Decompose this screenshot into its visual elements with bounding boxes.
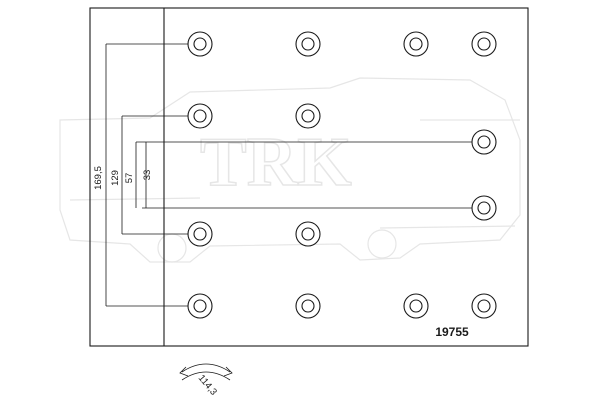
rivet-hole (295, 293, 321, 319)
lining-outline (89, 7, 529, 347)
rivet-hole (187, 221, 213, 247)
dimension-inner-hole-span-label: 33 (142, 170, 153, 181)
rivet-hole (471, 129, 497, 155)
watermark-truck-line (69, 119, 520, 229)
rivet-hole (471, 31, 497, 57)
watermark-truck-outline (59, 77, 521, 263)
part-number-label: 19755 (435, 325, 469, 339)
dimension-overall-height: 169,5 (93, 43, 200, 307)
rivet-hole (295, 221, 321, 247)
curvature-arrow-left-icon (179, 366, 189, 377)
dimension-outer-hole-span-label: 129 (110, 170, 121, 186)
watermark-wheel-left (157, 233, 187, 263)
curvature-arc-inner (181, 371, 231, 381)
dimension-inner-hole-span: 33 (142, 142, 484, 209)
rivet-holes (187, 31, 497, 319)
dimension-middle-hole-span: 57 (124, 141, 484, 208)
dimension-outer-hole-span: 129 (110, 115, 200, 235)
rivet-hole (295, 103, 321, 129)
watermark: TRK (59, 77, 521, 263)
rivet-hole (471, 293, 497, 319)
rivet-hole (187, 103, 213, 129)
curvature-arc-outer (181, 363, 231, 373)
rivet-hole (403, 293, 429, 319)
rivet-hole (295, 31, 321, 57)
watermark-wheel-right (367, 229, 397, 259)
rivet-hole (187, 293, 213, 319)
curvature-arrow-right-icon (223, 366, 233, 377)
rivet-hole (187, 31, 213, 57)
arc-radius-label: 114,3 (196, 373, 219, 398)
dimension-middle-hole-span-label: 57 (124, 173, 135, 184)
rivet-hole (403, 31, 429, 57)
rivet-hole (471, 195, 497, 221)
curvature-symbol: 114,3 (179, 363, 233, 398)
dimension-overall-height-label: 169,5 (93, 166, 104, 190)
watermark-text: TRK (200, 124, 352, 201)
